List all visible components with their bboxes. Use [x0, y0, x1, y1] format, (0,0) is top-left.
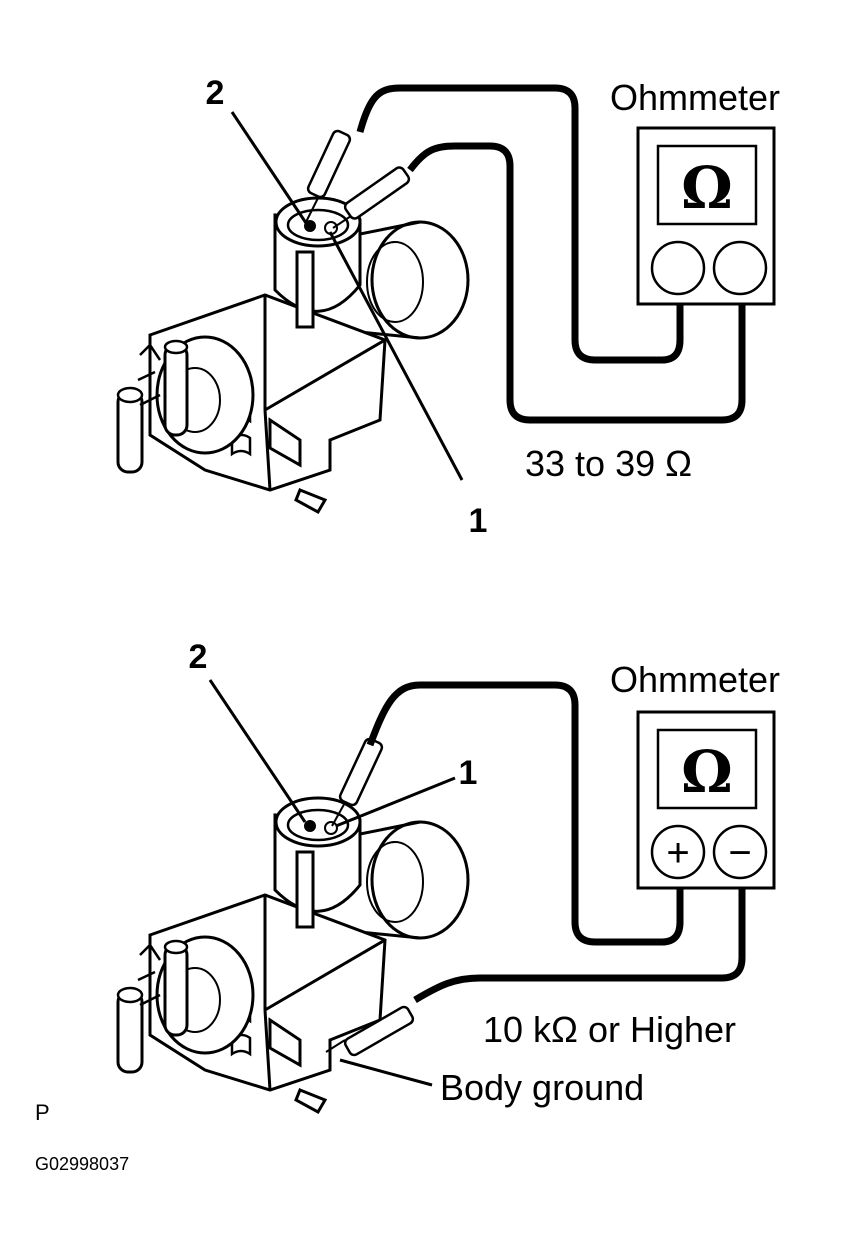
body-ground-label: Body ground — [440, 1067, 644, 1108]
leader-terminal-2-top — [230, 111, 310, 227]
top-panel: Ω Ohmmeter 2 1 33 to 39 Ω — [116, 74, 780, 540]
resistance-spec-top: 33 to 39 Ω — [525, 443, 692, 484]
leader-terminal-1-top — [328, 231, 464, 481]
probe-ground-bottom — [325, 1005, 415, 1057]
figure-code: G02998037 — [35, 1154, 129, 1174]
probe-right-top — [332, 166, 411, 229]
terminal-2-label-top: 2 — [206, 74, 225, 112]
solenoid-valve-bottom — [116, 796, 470, 1114]
ohm-symbol-bottom: Ω — [681, 738, 733, 806]
ohmmeter-jack-left-top — [650, 240, 706, 296]
wire-negative-bottom — [413, 888, 746, 1004]
page-mark: P — [35, 1100, 50, 1125]
terminal-1-label-top: 1 — [469, 502, 488, 540]
wire-lead-b-top — [407, 142, 746, 424]
ohmmeter-bottom: Ω + − — [636, 710, 776, 890]
leader-terminal-1-bottom — [335, 776, 456, 828]
wire-positive-bottom — [366, 681, 684, 946]
leader-terminal-2-bottom — [208, 679, 307, 823]
solenoid-valve-top — [116, 196, 470, 514]
minus-symbol: − — [728, 831, 751, 875]
ohmmeter-jack-positive-bottom — [650, 824, 706, 880]
ohmmeter-display-bottom — [656, 728, 758, 810]
ohmmeter-title-top: Ohmmeter — [610, 77, 780, 118]
ohmmeter-title-bottom: Ohmmeter — [610, 659, 780, 700]
terminal-1-label-bottom: 1 — [459, 754, 478, 792]
ohmmeter-jack-negative-bottom — [712, 824, 768, 880]
plus-symbol: + — [666, 831, 689, 875]
bottom-panel: Ω + − Ohmmeter 2 1 10 kΩ or Higher Body … — [116, 638, 780, 1114]
leader-body-ground — [339, 1058, 433, 1087]
ohmmeter-display-top — [656, 144, 758, 226]
ohmmeter-top: Ω — [636, 126, 776, 306]
probe-connector-bottom — [331, 737, 384, 827]
wire-lead-a-top — [356, 84, 684, 364]
ohmmeter-jack-right-top — [712, 240, 768, 296]
probe-left-top — [305, 129, 352, 223]
terminal-2-label-bottom: 2 — [189, 638, 208, 676]
ohm-symbol-top: Ω — [681, 154, 733, 222]
resistance-spec-bottom: 10 kΩ or Higher — [483, 1009, 736, 1050]
